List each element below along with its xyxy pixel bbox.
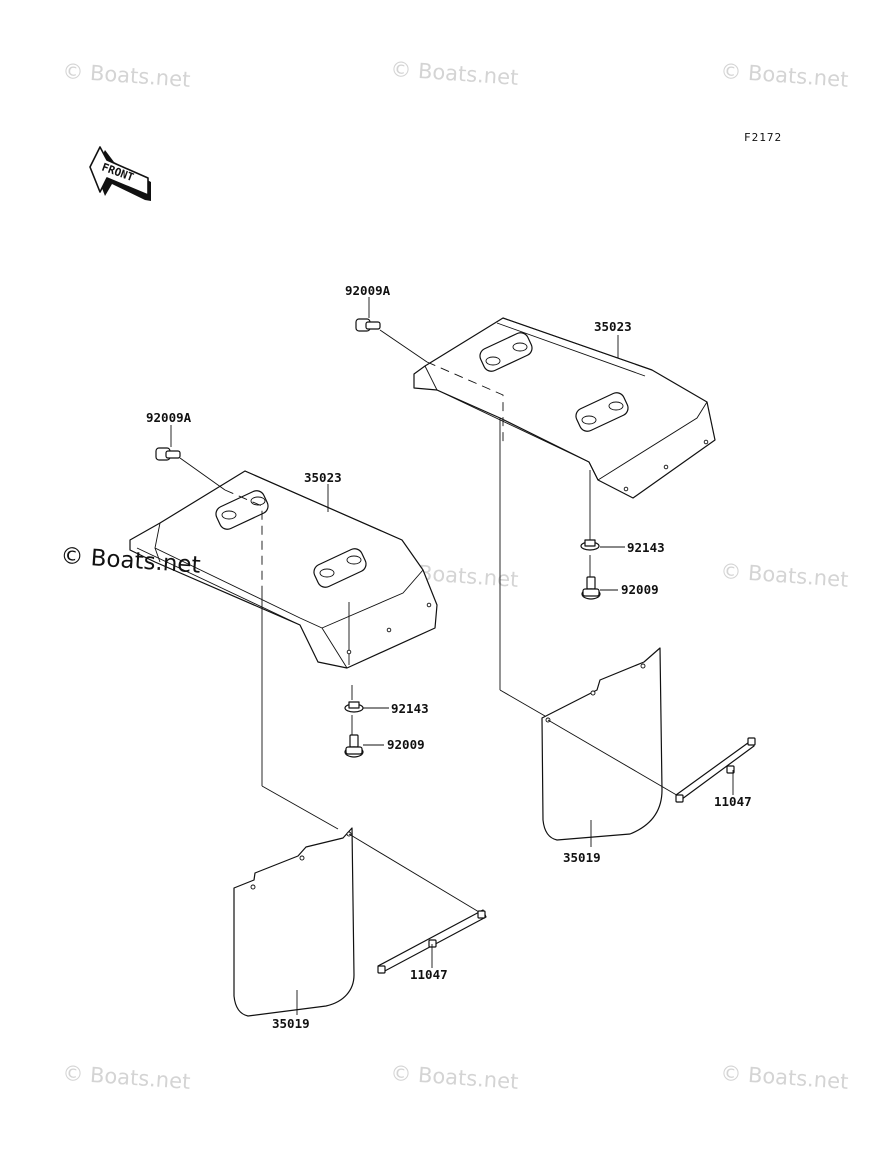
callout-92143: 92143	[627, 540, 665, 555]
rear-bracket	[675, 737, 756, 803]
front-direction-arrow: FRONT	[89, 146, 151, 201]
callout-92009: 92009	[387, 737, 425, 752]
callout-11047: 11047	[410, 967, 448, 982]
callout-92009a: 92009A	[345, 283, 391, 298]
rear-fender	[413, 317, 716, 499]
watermark: © Boats.net	[390, 57, 519, 90]
watermark: © Boats.net	[720, 59, 849, 92]
watermark: © Boats.net	[62, 59, 191, 92]
callout-92143: 92143	[391, 701, 429, 716]
callout-92009: 92009	[621, 582, 659, 597]
rear-bolt-92009	[581, 576, 601, 600]
front-washer-92143	[344, 701, 364, 713]
front-fender	[129, 470, 438, 669]
callout-35019: 35019	[272, 1016, 310, 1031]
rear-fender-assembly: 92009A 35023 92143 92009 35019 11047	[345, 283, 756, 865]
callout-35023: 35023	[594, 319, 632, 334]
callout-11047: 11047	[714, 794, 752, 809]
watermark: © Boats.net	[62, 1061, 191, 1094]
front-fender-assembly: 92009A 35023 92143 92009 35019 11047	[129, 410, 487, 1031]
callout-92009a: 92009A	[146, 410, 192, 425]
front-mud-flap	[233, 827, 355, 1017]
callout-35019: 35019	[563, 850, 601, 865]
watermark: © Boats.net	[720, 559, 849, 592]
rear-mud-flap	[541, 647, 663, 841]
front-bracket	[377, 909, 487, 974]
rear-washer-92143	[580, 539, 600, 551]
watermark: © Boats.net	[390, 1061, 519, 1094]
figure-code: F2172	[744, 131, 782, 144]
watermark: © Boats.net	[720, 1061, 849, 1094]
front-bolt-92009	[344, 734, 364, 758]
callout-35023: 35023	[304, 470, 342, 485]
front-bolt-92009a	[155, 447, 226, 491]
rear-bolt-92009a	[355, 318, 428, 363]
